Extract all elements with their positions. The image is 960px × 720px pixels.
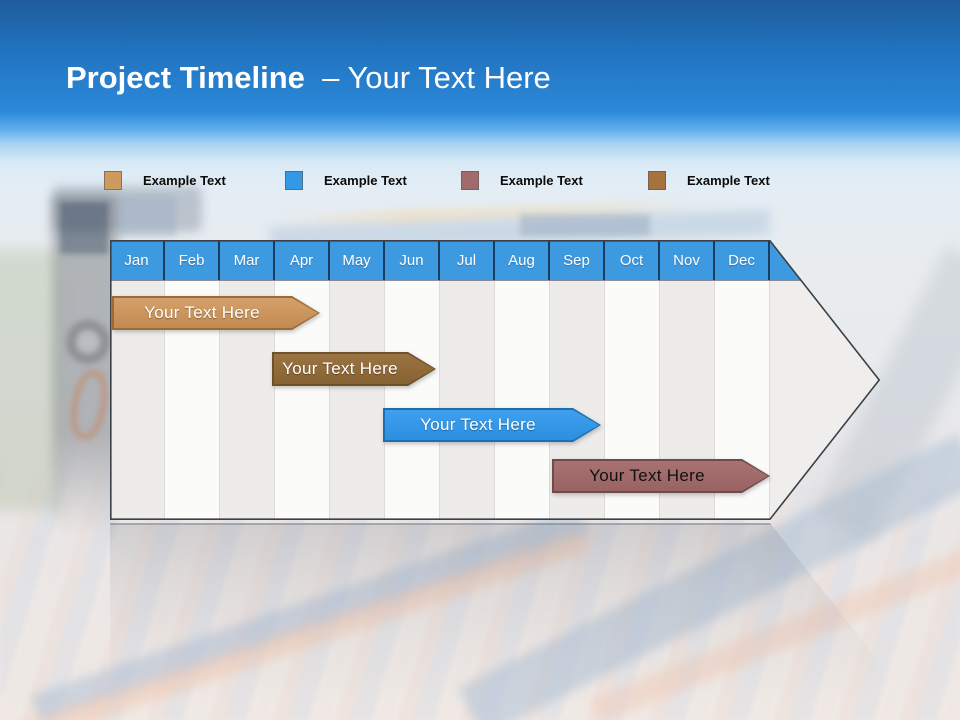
month-header-dec: Dec — [715, 240, 770, 280]
bar-label: Your Text Here — [589, 466, 705, 485]
month-header-oct: Oct — [605, 240, 660, 280]
train-window — [60, 202, 108, 254]
legend-swatch-blue — [285, 170, 303, 190]
month-header-mar: Mar — [220, 240, 275, 280]
bar-fill — [114, 298, 318, 328]
bar-label: Your Text Here — [420, 415, 536, 434]
pantograph-blur — [520, 214, 650, 236]
month-header-jan: Jan — [110, 240, 165, 280]
month-header-apr: Apr — [275, 240, 330, 280]
month-header-jun: Jun — [385, 240, 440, 280]
gantt-bar-4: Your Text Here — [552, 459, 770, 493]
legend-item: Example Text — [648, 168, 770, 192]
train-hose — [66, 367, 112, 443]
train-body-highlight — [279, 198, 701, 229]
legend-label: Example Text — [143, 172, 226, 188]
bar-label: Your Text Here — [144, 303, 260, 322]
train-headlight-inner — [76, 330, 100, 354]
title-bold: Project Timeline — [66, 60, 305, 95]
legend-item: Example Text — [104, 168, 226, 192]
bar-fill — [274, 354, 434, 384]
month-header-aug: Aug — [495, 240, 550, 280]
page-title: Project Timeline – Your Text Here — [66, 60, 551, 96]
bar-label: Your Text Here — [282, 359, 398, 378]
month-header-may: May — [330, 240, 385, 280]
legend-swatch-brown — [648, 170, 666, 190]
trackside-grass — [0, 250, 60, 510]
gantt-bar-3: Your Text Here — [383, 408, 601, 442]
month-column-jun — [385, 280, 440, 520]
month-header-sep: Sep — [550, 240, 605, 280]
gantt-bar-2: Your Text Here — [272, 352, 436, 386]
train-window-right — [118, 196, 176, 236]
train-cab — [52, 195, 118, 535]
legend-label: Example Text — [500, 172, 583, 188]
month-header-jul: Jul — [440, 240, 495, 280]
legend-label: Example Text — [324, 172, 407, 188]
train-headlight — [66, 320, 110, 364]
month-header-feb: Feb — [165, 240, 220, 280]
legend-swatch-maroon — [461, 170, 479, 190]
bar-fill — [385, 410, 599, 440]
bar-fill — [554, 461, 768, 491]
legend-label: Example Text — [687, 172, 770, 188]
legend-item: Example Text — [461, 168, 583, 192]
legend-swatch-tan — [104, 170, 122, 190]
table-reflection — [110, 523, 880, 720]
month-column-may — [330, 280, 385, 520]
title-rest: – Your Text Here — [322, 60, 551, 95]
month-column-jul — [440, 280, 495, 520]
month-column-aug — [495, 280, 550, 520]
train-roof — [52, 186, 202, 232]
month-header-nov: Nov — [660, 240, 715, 280]
gantt-bar-1: Your Text Here — [112, 296, 320, 330]
legend-item: Example Text — [285, 168, 407, 192]
